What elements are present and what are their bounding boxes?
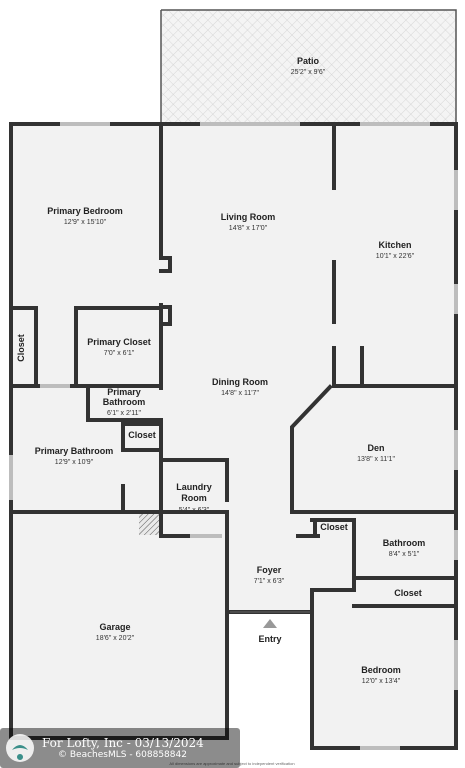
garage-dim: 18'6" x 20'2": [96, 635, 135, 642]
den-dim: 13'8" x 11'1": [357, 456, 395, 463]
primary-bathroom-name: Primary Bathroom: [35, 446, 114, 456]
bathroom-dim: 8'4" x 5'1": [389, 551, 420, 558]
room-foyer: Foyer 7'1" x 6'3": [254, 565, 285, 585]
watermark-line1: For Lofty, Inc - 03/13/2024: [42, 736, 204, 750]
room-closet-bottom: Closet: [394, 588, 422, 598]
room-living-room: Living Room 14'8" x 17'0": [221, 212, 276, 232]
watermark-line2: © BeachesMLS - 608858842: [58, 750, 187, 760]
primary-closet-name: Primary Closet: [87, 337, 151, 347]
room-bathroom: Bathroom 8'4" x 5'1": [383, 538, 426, 558]
room-closet-right: Closet: [320, 522, 348, 532]
primary-closet-dim: 7'0" x 6'1": [104, 350, 135, 357]
room-patio: Patio 25'2" x 9'6": [291, 56, 326, 76]
watermark: For Lofty, Inc - 03/13/2024 © BeachesMLS…: [0, 728, 240, 768]
room-primary-bedroom: Primary Bedroom 12'9" x 15'10": [47, 206, 123, 226]
living-room-dim: 14'8" x 17'0": [229, 225, 268, 232]
patio-dim: 25'2" x 9'6": [291, 69, 326, 76]
entry-label: Entry: [258, 634, 281, 644]
room-kitchen: Kitchen 10'1" x 22'6": [376, 240, 415, 260]
primary-bathroom-small-name1: Primary: [107, 387, 141, 397]
patio-name: Patio: [297, 56, 320, 66]
kitchen-dim: 10'1" x 22'6": [376, 253, 415, 260]
patio-area: [160, 9, 457, 124]
closet-mid-name: Closet: [128, 430, 156, 440]
room-closet-mid: Closet: [128, 430, 156, 440]
bedroom-name: Bedroom: [361, 665, 401, 675]
den-name: Den: [367, 443, 384, 453]
room-closet-left: Closet: [16, 334, 26, 362]
primary-bedroom-dim: 12'9" x 15'10": [64, 219, 107, 226]
primary-bathroom-small-dim: 6'1" x 2'11": [107, 410, 141, 417]
room-garage: Garage 18'6" x 20'2": [96, 622, 135, 642]
windows: [9, 122, 458, 750]
closet-right-name: Closet: [320, 522, 348, 532]
living-room-name: Living Room: [221, 212, 276, 222]
room-laundry: Laundry Room 5'4" x 6'3": [176, 482, 212, 514]
room-dining-room: Dining Room 14'8" x 11'7": [212, 377, 268, 397]
dining-room-name: Dining Room: [212, 377, 268, 387]
bedroom-dim: 12'0" x 13'4": [362, 678, 401, 685]
laundry-name2: Room: [181, 493, 207, 503]
room-primary-closet: Primary Closet 7'0" x 6'1": [87, 337, 151, 357]
entry-arrow-icon: [263, 619, 277, 628]
foyer-dim: 7'1" x 6'3": [254, 578, 285, 585]
laundry-name1: Laundry: [176, 482, 212, 492]
closet-bottom-name: Closet: [394, 588, 422, 598]
room-den: Den 13'8" x 11'1": [357, 443, 395, 463]
foyer-name: Foyer: [257, 565, 282, 575]
room-bedroom: Bedroom 12'0" x 13'4": [361, 665, 401, 685]
primary-bathroom-dim: 12'9" x 10'9": [55, 459, 94, 466]
walls: [9, 122, 458, 750]
dining-room-dim: 14'8" x 11'7": [221, 390, 259, 397]
kitchen-name: Kitchen: [378, 240, 411, 250]
disclaimer: All dimensions are approximate and subje…: [169, 761, 294, 766]
bathroom-name: Bathroom: [383, 538, 426, 548]
laundry-dim: 5'4" x 6'3": [179, 507, 210, 514]
room-primary-bathroom: Primary Bathroom 12'9" x 10'9": [35, 446, 114, 466]
room-primary-bathroom-small: Primary Bathroom 6'1" x 2'11": [103, 387, 146, 417]
closet-left-name: Closet: [16, 334, 26, 362]
garage-name: Garage: [99, 622, 130, 632]
floor-fill: [11, 124, 456, 748]
primary-bedroom-name: Primary Bedroom: [47, 206, 123, 216]
primary-bathroom-small-name2: Bathroom: [103, 397, 146, 407]
